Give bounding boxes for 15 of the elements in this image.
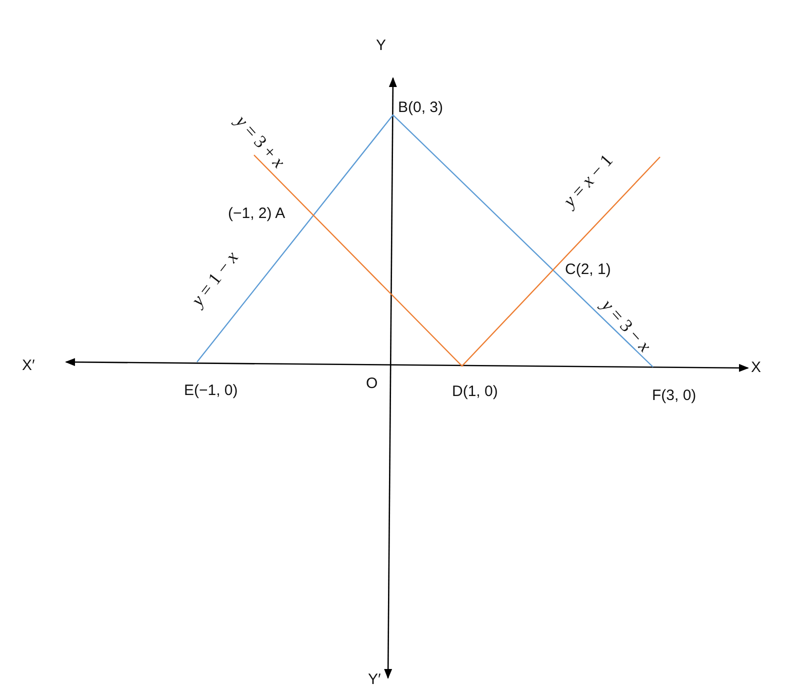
axis-label: X′ bbox=[22, 358, 35, 373]
point-label: C(2, 1) bbox=[565, 262, 611, 277]
axis-label: Y′ bbox=[368, 672, 381, 687]
point-label: E(−1, 0) bbox=[184, 383, 238, 398]
point-label: F(3, 0) bbox=[652, 388, 696, 403]
origin-label: O bbox=[366, 376, 378, 391]
equation-label: y = x − 1 bbox=[560, 150, 616, 210]
equation-label: y = 3 + x bbox=[232, 112, 288, 172]
axis-label: X bbox=[751, 360, 762, 375]
point-label: (−1, 2) A bbox=[228, 206, 286, 221]
equation-label: y = 1 − x bbox=[188, 248, 242, 310]
equation-label: y = 3 − x bbox=[598, 296, 654, 356]
axis-label: Y bbox=[376, 38, 386, 53]
point-label: D(1, 0) bbox=[452, 384, 498, 399]
point-label: B(0, 3) bbox=[398, 100, 444, 115]
